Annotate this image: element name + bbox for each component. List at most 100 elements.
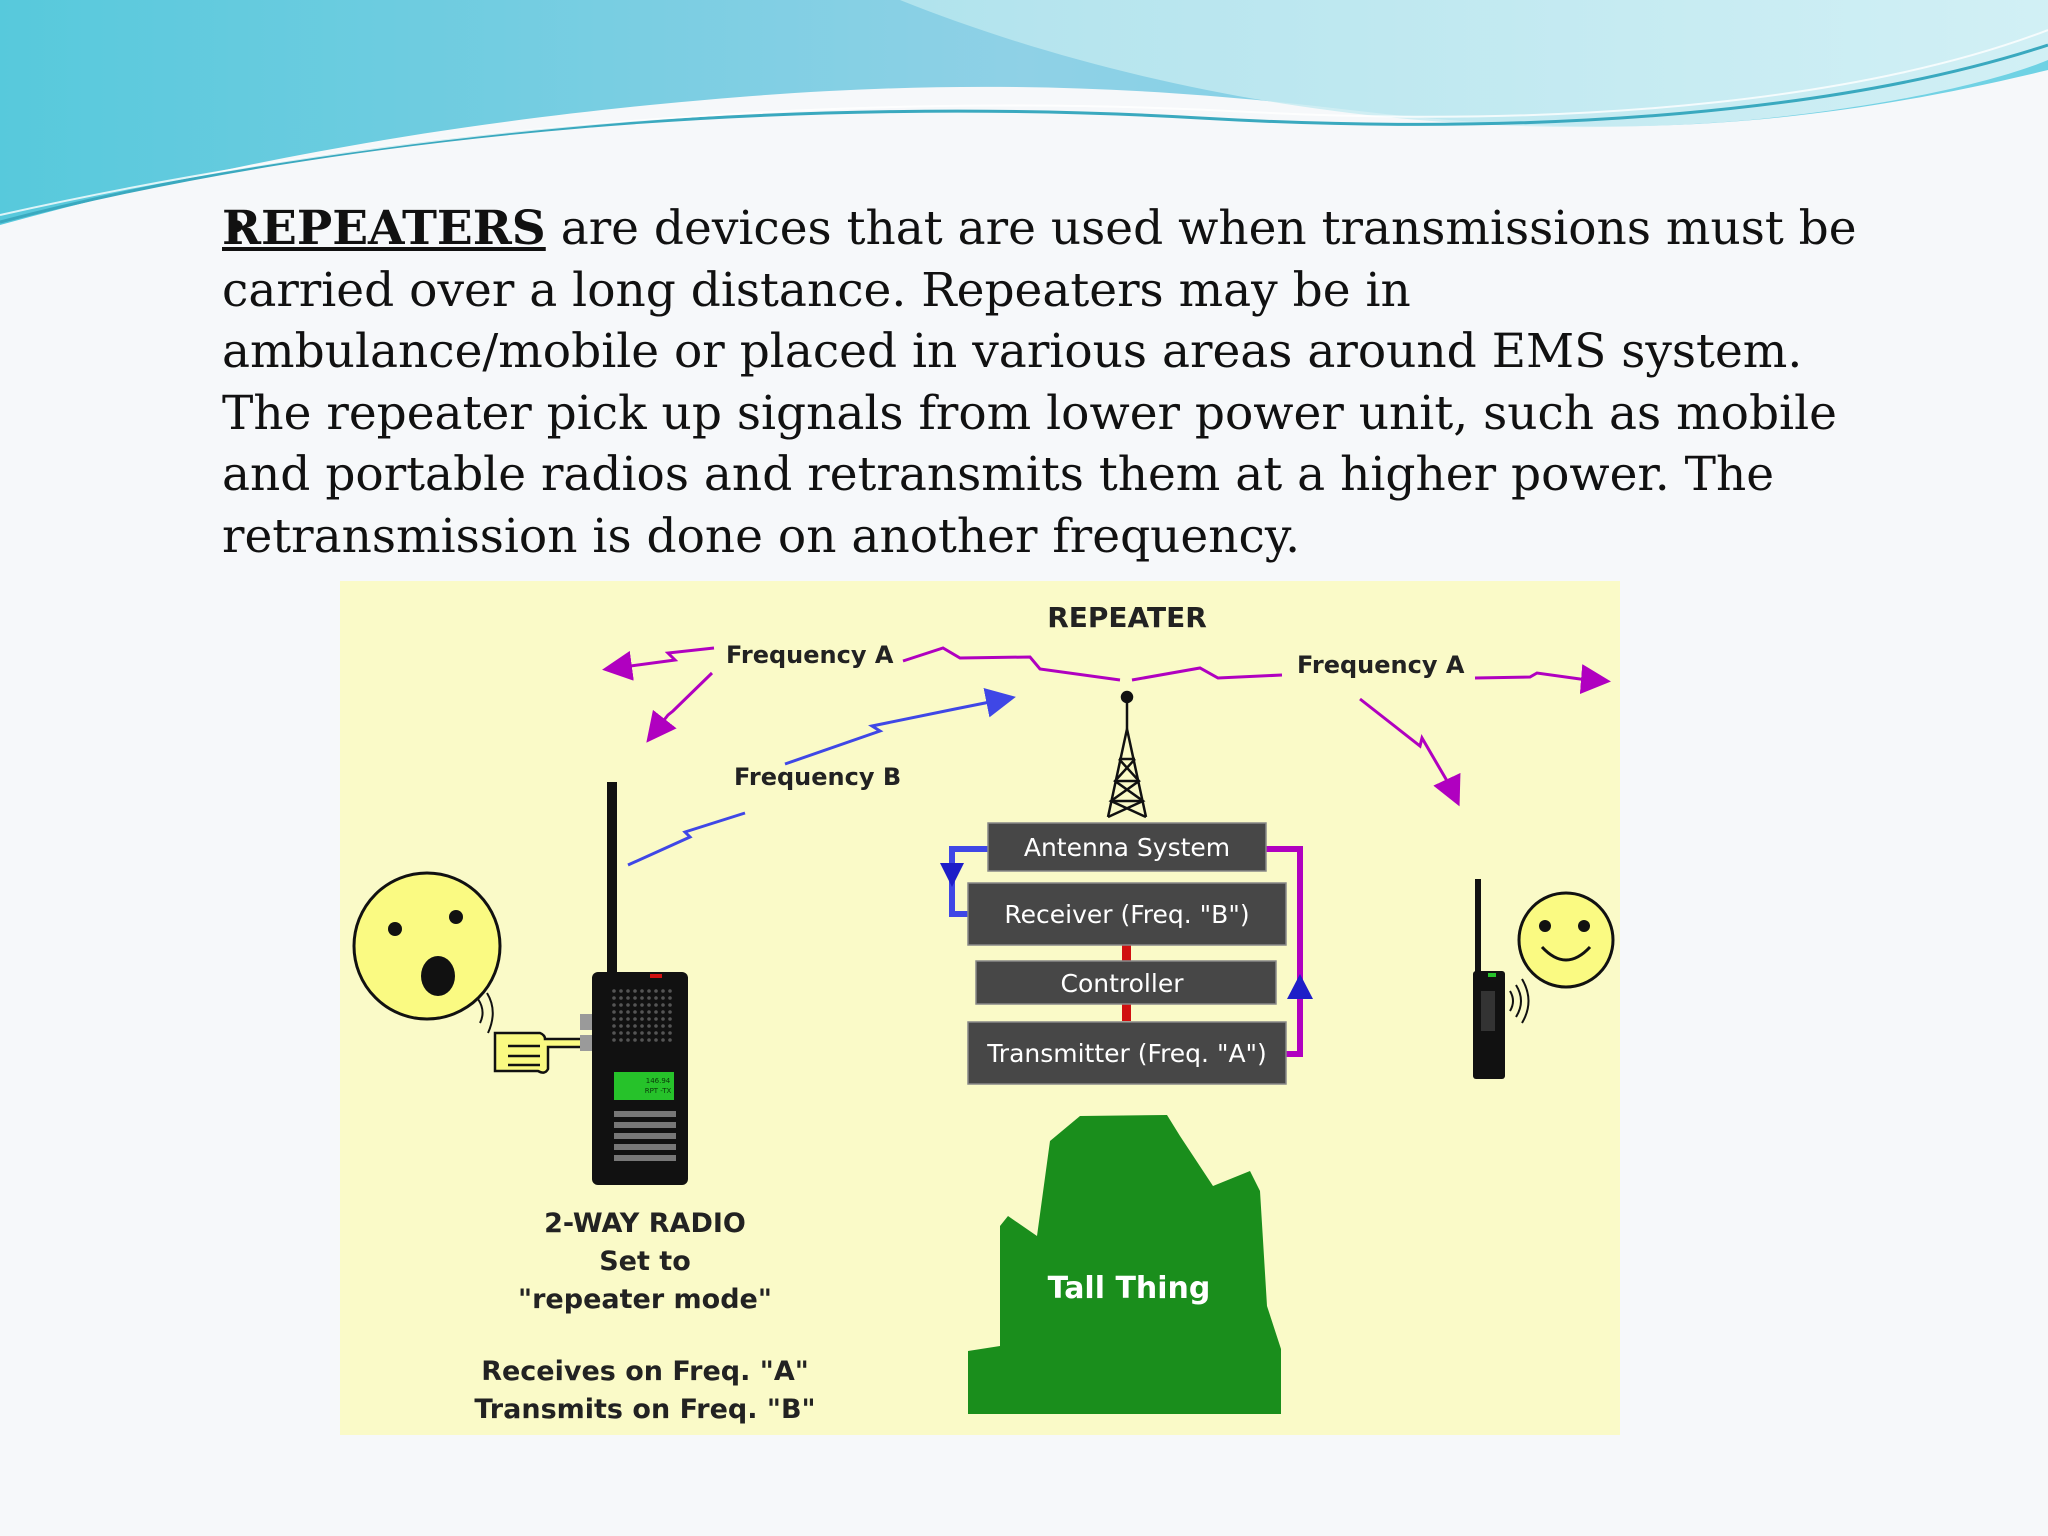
text-line-2: carried over a long distance. Repeaters … <box>222 262 1411 318</box>
label-frequency-b: Frequency B <box>734 763 901 791</box>
light-wave <box>900 0 2048 128</box>
grille-dot <box>668 1017 672 1021</box>
grille-dot <box>668 989 672 993</box>
grille-dot <box>619 1038 623 1042</box>
grille-dot <box>619 1024 623 1028</box>
grille-dot <box>640 1038 644 1042</box>
antenna-tower-icon <box>1106 690 1148 819</box>
grille-dot <box>668 1031 672 1035</box>
grille-dot <box>661 1010 665 1014</box>
grille-dot <box>612 1010 616 1014</box>
grille-dot <box>647 1024 651 1028</box>
repeater-title: REPEATER <box>1047 601 1207 634</box>
grille-dot <box>619 1031 623 1035</box>
frequency-b-signals <box>627 687 1016 867</box>
grille-dot <box>668 1003 672 1007</box>
freq-a-arrow-down-left <box>646 671 714 743</box>
grille-dot <box>626 1010 630 1014</box>
wave-line-2 <box>0 29 2048 216</box>
grille-dot <box>619 1003 623 1007</box>
label-frequency-a-left: Frequency A <box>726 641 894 669</box>
radio-label-line2: Set to <box>599 1246 691 1277</box>
text-line-5: and portable radios and retransmits them… <box>222 447 1775 502</box>
smiling-face-icon <box>1517 891 1615 989</box>
grille-dot <box>654 996 658 1000</box>
grille-dot <box>661 1031 665 1035</box>
bullet-paragraph: REPEATERS are devices that are used when… <box>222 198 1857 567</box>
grille-dot <box>654 989 658 993</box>
grille-dot <box>626 1038 630 1042</box>
grille-dot <box>661 989 665 993</box>
line1-rest: are devices that are used when transmiss… <box>545 201 1857 256</box>
grille-dot <box>633 996 637 1000</box>
receiver-label: Receiver (Freq. "B") <box>1004 900 1249 929</box>
grille-dot <box>640 1003 644 1007</box>
controller-label: Controller <box>1061 969 1185 998</box>
grille-dot <box>661 1017 665 1021</box>
radio-screen-line1: 146.94 <box>646 1077 671 1085</box>
grille-dot <box>661 996 665 1000</box>
grille-dot <box>626 1017 630 1021</box>
grille-dot <box>612 1031 616 1035</box>
freq-a-line-right-top <box>1131 666 1283 682</box>
grille-dot <box>619 1017 623 1021</box>
grille-dot <box>633 1003 637 1007</box>
freq-b-arrow-upper <box>784 687 1016 766</box>
text-line-4: The repeater pick up signals from lower … <box>222 385 1837 441</box>
grille-dot <box>654 1010 658 1014</box>
grille-dot <box>640 989 644 993</box>
freq-b-line-lower <box>627 811 746 867</box>
grille-dot <box>626 1003 630 1007</box>
tall-thing-hill: Tall Thing <box>968 1115 1281 1414</box>
antenna-system-label: Antenna System <box>1024 833 1230 862</box>
grille-dot <box>640 1017 644 1021</box>
repeater-diagram: REPEATER Frequency A Frequency A Frequen… <box>340 581 1620 1435</box>
radio-label-line3: "repeater mode" <box>518 1284 772 1315</box>
keyword-repeaters: REPEATERS <box>222 201 546 256</box>
grille-dot <box>661 1003 665 1007</box>
freq-a-line-center <box>902 646 1121 682</box>
grille-dot <box>654 1038 658 1042</box>
radio-screen <box>614 1072 674 1100</box>
grille-dot <box>668 1038 672 1042</box>
grille-dot <box>647 1003 651 1007</box>
radio-screen-line2: RPT -TX <box>645 1087 672 1095</box>
text-line-1: REPEATERS are devices that are used when… <box>222 198 1857 260</box>
box-connectors <box>1122 943 1131 1021</box>
grille-dot <box>612 1003 616 1007</box>
radio-label-line1: 2-WAY RADIO <box>544 1208 746 1239</box>
two-way-radio-icon: 146.94 RPT -TX <box>580 782 688 1185</box>
receiver-feed-line <box>940 846 988 917</box>
grille-dot <box>640 1010 644 1014</box>
label-frequency-a-right: Frequency A <box>1297 651 1465 679</box>
grille-dot <box>654 1024 658 1028</box>
wave-line-1 <box>0 43 2048 224</box>
pointing-hand-icon <box>493 1031 591 1074</box>
bullet-marker: • <box>225 205 249 251</box>
grille-dot <box>626 1024 630 1028</box>
speaking-face-icon <box>352 871 502 1034</box>
transmitter-box: Transmitter (Freq. "A") <box>967 1021 1287 1085</box>
grille-dot <box>626 1031 630 1035</box>
grille-dot <box>654 1003 658 1007</box>
grille-dot <box>626 996 630 1000</box>
grille-dot <box>668 1010 672 1014</box>
transmitter-label: Transmitter (Freq. "A") <box>986 1039 1267 1068</box>
grille-dot <box>647 1038 651 1042</box>
grille-dot <box>612 1017 616 1021</box>
grille-dot <box>661 1038 665 1042</box>
grille-dot <box>654 1031 658 1035</box>
grille-dot <box>647 996 651 1000</box>
grille-dot <box>668 996 672 1000</box>
grille-dot <box>640 1031 644 1035</box>
receiver-box: Receiver (Freq. "B") <box>967 882 1287 946</box>
grille-dot <box>619 1010 623 1014</box>
radio-label-line4: Receives on Freq. "A" <box>481 1356 809 1387</box>
grille-dot <box>654 1017 658 1021</box>
grille-dot <box>647 1010 651 1014</box>
grille-dot <box>633 1017 637 1021</box>
transmitter-feed-line <box>1264 846 1313 1057</box>
controller-box: Controller <box>975 960 1277 1005</box>
radio-speaker-grille <box>612 989 672 1042</box>
frequency-a-signals <box>602 646 1611 807</box>
